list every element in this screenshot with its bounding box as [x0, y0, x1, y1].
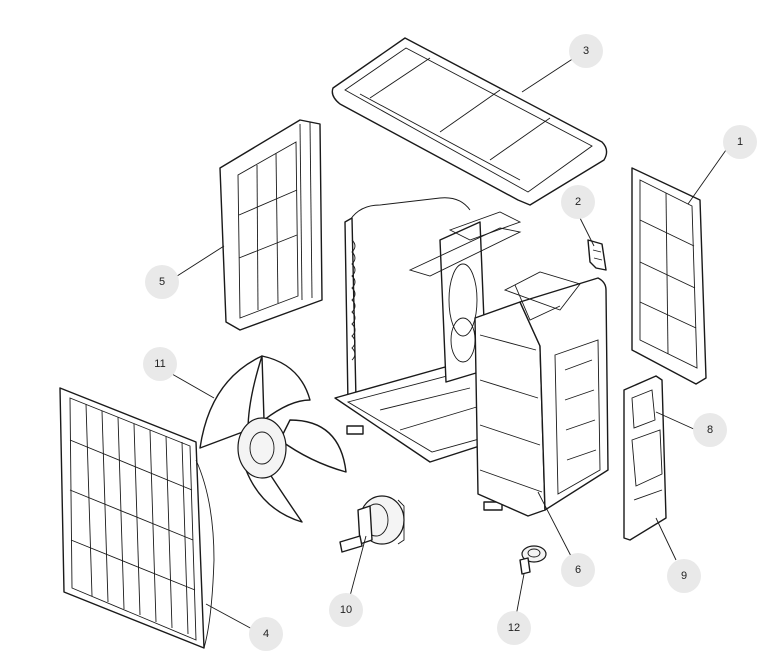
callout-12: 12 [497, 611, 531, 645]
leader-12 [515, 573, 525, 617]
callout-label: 10 [340, 604, 352, 616]
callout-1: 1 [723, 125, 757, 159]
callout-6: 6 [561, 553, 595, 587]
callout-label: 2 [575, 196, 581, 208]
leader-6 [537, 491, 573, 559]
callout-label: 6 [575, 564, 581, 576]
leader-2 [577, 213, 595, 247]
leader-5 [173, 245, 225, 279]
callout-label: 1 [737, 136, 743, 148]
fan-blade [199, 355, 347, 523]
callout-label: 11 [154, 358, 165, 370]
callout-2: 2 [561, 185, 595, 219]
callout-5: 5 [145, 265, 179, 299]
leader-4 [205, 603, 255, 631]
bracket-part [587, 239, 607, 271]
callout-label: 9 [681, 570, 687, 582]
right-side-panel [474, 271, 609, 517]
callout-8: 8 [693, 413, 727, 447]
callout-label: 5 [159, 276, 165, 288]
callout-label: 12 [508, 622, 520, 634]
callout-label: 3 [583, 45, 589, 57]
leader-1 [687, 149, 727, 205]
callout-11: 11 [143, 347, 177, 381]
right-trim-panel [623, 375, 667, 541]
drain-fitting [519, 545, 547, 575]
leader-11 [171, 373, 215, 399]
callout-label: 8 [707, 424, 713, 436]
top-cover-panel [331, 37, 608, 206]
callout-3: 3 [569, 34, 603, 68]
callout-10: 10 [329, 593, 363, 627]
leader-3 [521, 57, 575, 93]
callout-4: 4 [249, 617, 283, 651]
leader-lines [171, 57, 727, 631]
rear-guard-grille [631, 167, 707, 385]
leader-8 [655, 411, 697, 431]
front-grille [59, 387, 215, 649]
callouts: 1 2 3 4 5 6 8 9 [143, 34, 757, 651]
fan-motor [339, 495, 405, 553]
left-side-grille [219, 119, 323, 331]
leader-9 [655, 517, 677, 561]
callout-label: 4 [263, 628, 269, 640]
callout-9: 9 [667, 559, 701, 593]
leader-10 [349, 535, 367, 597]
